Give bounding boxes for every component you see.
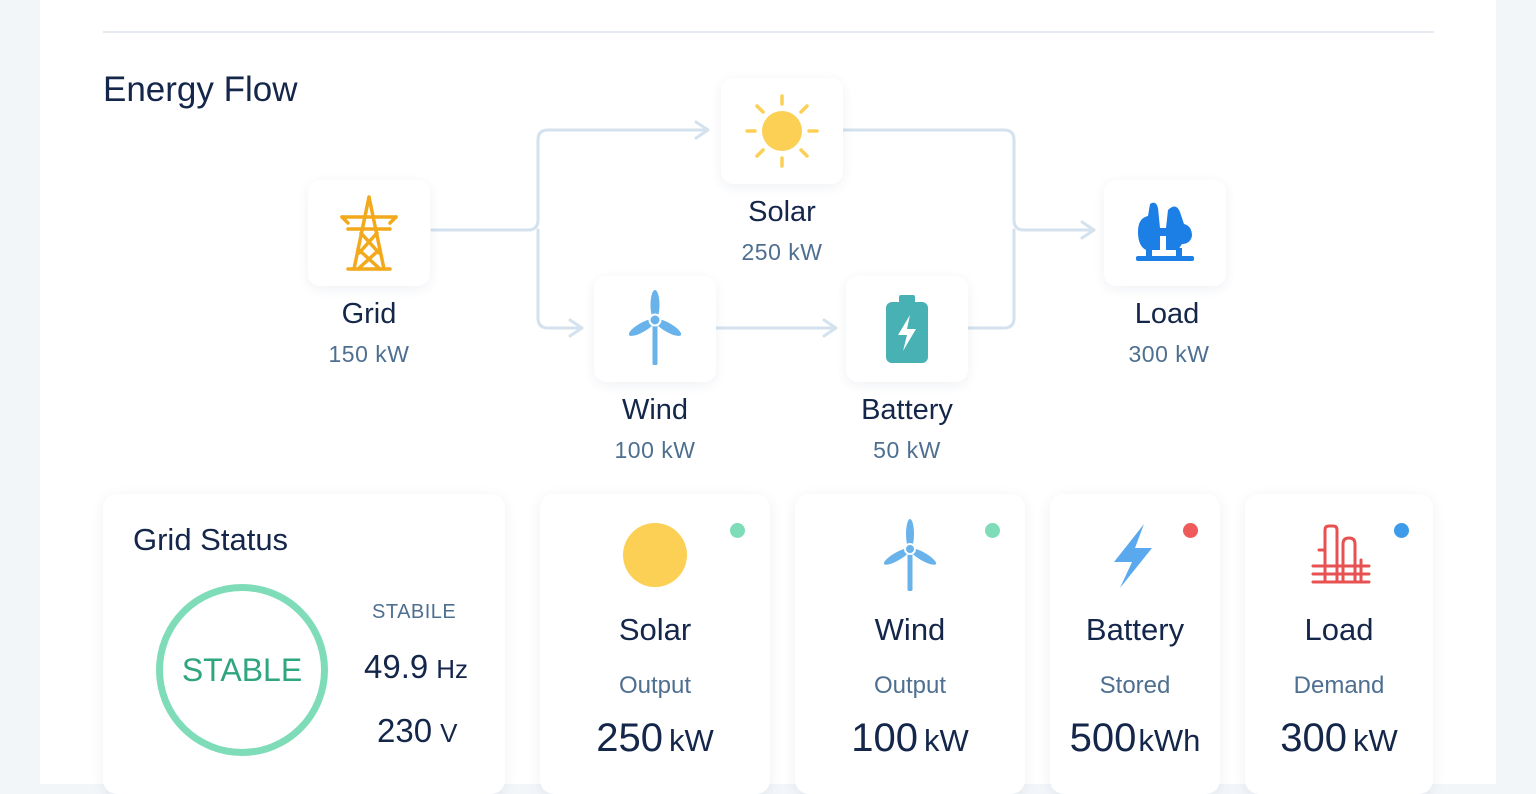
wind-card-title: Wind [874,612,946,647]
solar-card-title: Solar [618,612,692,647]
solar-status-dot [730,523,745,538]
load-card-number: 300 [1280,716,1347,760]
sun-icon [745,94,819,168]
battery-status-dot [1183,523,1198,538]
grid-status-title: Grid Status [133,522,289,557]
wind-card-unit: kW [923,723,969,758]
battery-icon [886,295,928,363]
wind-node[interactable] [594,276,716,382]
battery-card-unit: kWh [1138,723,1201,758]
load-icon [1136,202,1194,261]
load-status-dot [1394,523,1409,538]
grid-node-value: 150 kW [328,341,410,367]
grid-voltage-unit: V [440,718,458,748]
grid-node[interactable] [308,180,430,286]
lightning-icon [1114,524,1152,588]
load-card[interactable] [1245,494,1433,794]
wind-status-dot [985,523,1000,538]
load-card-subtitle: Demand [1293,672,1385,699]
wind-card-subtitle: Output [873,672,947,699]
battery-node[interactable] [846,276,968,382]
wind-card-number: 100 [851,716,918,760]
battery-card[interactable] [1050,494,1220,794]
solar-card[interactable] [540,494,770,794]
wind-node-value: 100 kW [614,437,696,463]
grid-frequency-value: 49.9 [364,648,429,685]
load-node-value: 300 kW [1128,341,1210,367]
solar-node[interactable] [721,78,843,184]
load-node[interactable] [1104,180,1226,286]
battery-card-text: Battery Stored 500kWh [1050,0,1220,784]
grid-status-state: STABLE [181,651,303,688]
solar-node-name: Solar [748,196,816,228]
grid-node-name: Grid [341,298,397,330]
solar-card-number: 250 [596,716,663,760]
wind-card[interactable] [795,494,1025,794]
solar-node-value: 250 kW [741,239,823,265]
battery-card-title: Battery [1085,612,1185,647]
wind-turbine-icon [883,519,937,591]
wind-node-name: Wind [621,394,689,426]
battery-node-name: Battery [861,394,953,426]
battery-card-subtitle: Stored [1099,672,1171,699]
solar-card-subtitle: Output [618,672,692,699]
header-divider [103,31,1434,33]
grid-frequency-unit: Hz [436,654,469,684]
load-node-name: Load [1134,298,1200,330]
grid-status-ring: STABLE [156,584,328,756]
load-card-title: Load [1304,612,1374,647]
section-title: Energy Flow [103,70,298,109]
grid-voltage-value: 230 [377,712,433,749]
grid-status-label: STABILE [372,601,457,623]
load-demand-icon [1311,524,1371,584]
battery-card-number: 500 [1069,716,1137,760]
wind-turbine-icon [628,290,682,365]
battery-card-value: 500kWh [1050,716,1220,761]
battery-node-value: 50 kW [873,437,941,463]
solar-card-unit: kW [668,723,714,758]
sun-icon [623,523,687,587]
power-tower-icon [340,195,398,271]
load-card-unit: kW [1352,723,1398,758]
